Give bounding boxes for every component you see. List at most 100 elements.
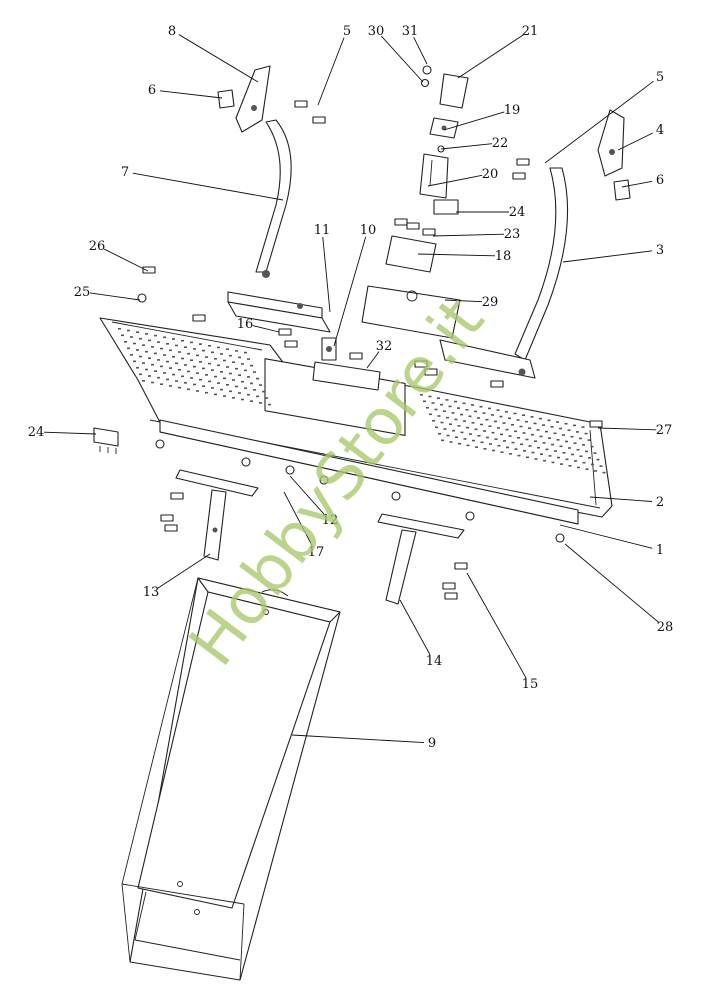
perforation-hole: [145, 333, 148, 335]
perforation-hole: [166, 343, 169, 345]
perforation-hole: [160, 365, 163, 368]
perforation-hole: [539, 435, 543, 438]
perforation-hole: [133, 360, 136, 363]
perforation-hole: [151, 381, 154, 384]
perforation-hole: [205, 356, 208, 358]
perforation-hole: [223, 377, 226, 380]
perforation-hole: [474, 428, 478, 431]
perforation-hole: [463, 438, 467, 440]
nut-fastener: [285, 465, 295, 475]
perforation-hole: [202, 349, 205, 352]
perforation-hole: [193, 365, 196, 368]
perforation-hole: [480, 441, 484, 444]
leader-line: [432, 233, 505, 237]
perforation-hole: [139, 355, 142, 358]
perforation-hole: [462, 402, 466, 405]
perforation-hole: [238, 392, 241, 394]
perforation-hole: [554, 450, 557, 452]
perforation-hole: [545, 448, 549, 451]
leader-line: [289, 475, 325, 516]
perforation-hole: [488, 407, 491, 410]
perforation-hole: [531, 451, 535, 454]
perforation-hole: [505, 428, 509, 431]
perforation-hole: [166, 360, 169, 363]
perforation-hole: [428, 395, 432, 398]
linkage-assembly-part: [361, 65, 469, 339]
bolt-fastener: [164, 524, 178, 532]
deck-perforations: [118, 328, 606, 474]
perforation-hole: [559, 445, 563, 448]
perforation-hole: [139, 373, 142, 376]
perforation-hole: [445, 399, 449, 401]
perforation-hole: [214, 358, 217, 360]
perforation-hole: [474, 410, 477, 413]
callout-label: 13: [143, 585, 160, 600]
perforation-hole: [517, 454, 521, 457]
perforation-hole: [202, 367, 205, 370]
perforation-hole: [460, 413, 463, 416]
callout-label: 1: [656, 543, 664, 558]
callout-label: 7: [121, 165, 129, 180]
perforation-hole: [157, 376, 160, 379]
perforation-hole: [437, 415, 441, 417]
perforation-hole: [151, 363, 154, 366]
perforation-hole: [562, 452, 566, 454]
callout-label: 24: [28, 425, 45, 440]
callout-label: 22: [492, 136, 509, 151]
perforation-hole: [211, 387, 214, 389]
perforation-hole: [181, 357, 184, 360]
perforation-hole: [516, 419, 520, 421]
perforation-hole: [154, 352, 157, 355]
perforation-hole: [550, 426, 554, 428]
callout-label: 14: [426, 654, 443, 669]
perforation-hole: [220, 388, 223, 391]
bolt-fastener: [278, 328, 292, 336]
nut-fastener: [391, 491, 401, 501]
right-handle-part: [439, 167, 569, 379]
callout-label: 31: [402, 24, 419, 39]
perforation-hole: [190, 359, 193, 361]
leader-line: [157, 553, 211, 589]
perforation-hole: [250, 382, 253, 385]
perforation-hole: [446, 434, 450, 437]
perforation-hole: [232, 379, 235, 381]
perforation-hole: [446, 416, 449, 419]
leader-line: [413, 37, 428, 65]
perforation-hole: [497, 444, 501, 447]
perforation-hole: [148, 375, 151, 377]
bolt-fastener: [442, 582, 456, 590]
perforation-hole: [208, 345, 211, 347]
perforation-hole: [142, 344, 145, 346]
perforation-hole: [543, 459, 546, 462]
perforation-hole: [585, 468, 589, 470]
perforation-hole: [139, 337, 142, 340]
bolt-fastener: [294, 100, 308, 108]
perforation-hole: [562, 434, 565, 436]
perforation-hole: [525, 420, 528, 423]
callout-label: 21: [522, 24, 539, 39]
perforation-hole: [584, 432, 588, 435]
perforation-hole: [480, 423, 483, 426]
perforation-hole: [472, 439, 475, 442]
perforation-hole: [488, 425, 492, 427]
perforation-hole: [259, 384, 262, 386]
leader-line: [562, 250, 653, 263]
perforation-hole: [540, 453, 543, 455]
perforation-hole: [148, 357, 151, 359]
perforation-hole: [247, 358, 250, 360]
perforation-hole: [256, 395, 259, 398]
callout-label: 23: [504, 227, 521, 242]
bolt-fastener: [192, 314, 206, 322]
leader-line: [381, 35, 424, 83]
perforation-hole: [148, 339, 151, 342]
perforation-hole: [253, 371, 256, 373]
perforation-hole: [530, 416, 534, 418]
perforation-hole: [513, 412, 517, 415]
perforation-hole: [160, 347, 163, 350]
leader-line: [466, 572, 527, 679]
nut-fastener: [137, 293, 147, 303]
perforation-hole: [567, 429, 571, 431]
perforation-hole: [432, 420, 435, 422]
leader-line: [366, 351, 380, 369]
perforation-hole: [556, 439, 560, 441]
